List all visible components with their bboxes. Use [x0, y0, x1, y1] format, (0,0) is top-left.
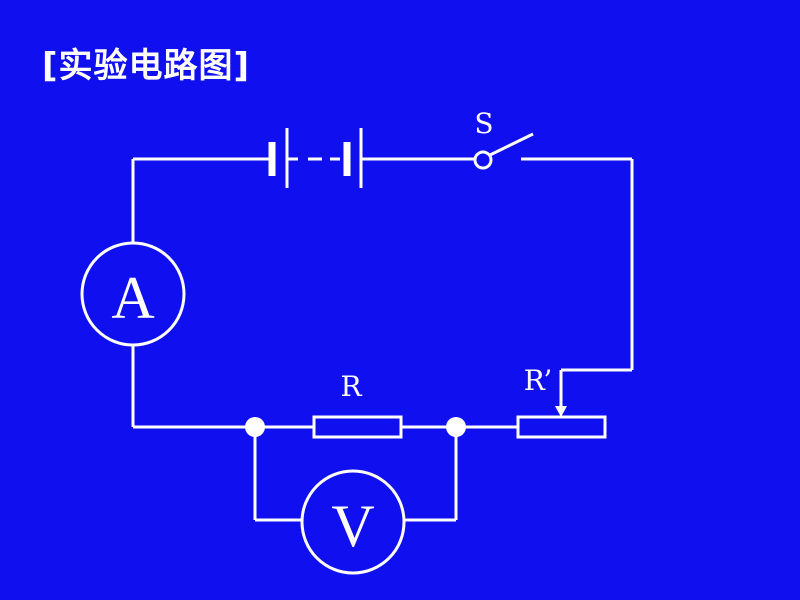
switch-symbol: S — [473, 107, 534, 170]
rheostat-label: R’ — [524, 364, 552, 397]
slide-title: [实验电路图] — [42, 46, 251, 86]
ammeter-label: A — [111, 265, 154, 331]
rheostat-symbol: R’ — [516, 364, 607, 439]
switch-lever — [489, 132, 534, 157]
resistor-body — [312, 415, 403, 439]
rheostat-body — [516, 415, 607, 439]
battery-symbol — [268, 128, 363, 188]
junction-node-left — [245, 417, 265, 437]
switch-pivot — [473, 150, 493, 170]
rheostat-slider-arrow — [555, 406, 567, 417]
junction-node-right — [446, 417, 466, 437]
ammeter-circle — [80, 241, 186, 347]
voltmeter-label: V — [331, 493, 374, 559]
circuit-wires — [131, 157, 634, 522]
resistor-symbol: R — [312, 370, 403, 439]
voltmeter-circle — [300, 469, 406, 575]
ammeter-symbol: A — [80, 241, 186, 347]
voltmeter-symbol: V — [300, 469, 406, 575]
switch-label: S — [474, 107, 493, 140]
resistor-label: R — [340, 370, 362, 403]
